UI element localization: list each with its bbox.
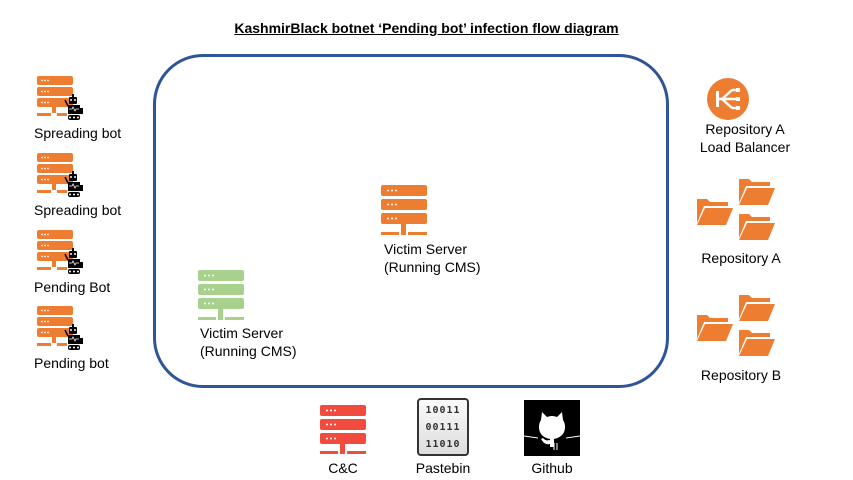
binary-row: 10011 xyxy=(425,405,461,416)
bot-label: Pending bot xyxy=(34,355,109,371)
server-icon xyxy=(381,185,427,235)
cc-label: C&C xyxy=(328,460,358,476)
bot-label: Spreading bot xyxy=(34,202,122,218)
server-robot-icon xyxy=(37,76,83,120)
bot-label: Pending Bot xyxy=(34,279,111,295)
repository-b-label: Repository B xyxy=(700,367,782,383)
load-balancer-icon xyxy=(707,78,749,120)
server-robot-icon xyxy=(37,230,83,274)
pastebin-label: Pastebin xyxy=(415,460,471,476)
binary-row: 11010 xyxy=(425,439,461,450)
diagram-title: KashmirBlack botnet ‘Pending bot’ infect… xyxy=(234,20,619,36)
load-balancer-label: Repository A xyxy=(705,121,785,137)
folders-icon xyxy=(697,179,775,240)
server-robot-icon xyxy=(37,306,83,350)
server-icon xyxy=(320,405,366,454)
repository-a-label: Repository A xyxy=(701,250,781,266)
victim-server-sublabel: (Running CMS) xyxy=(384,259,481,275)
github-label: Github xyxy=(531,460,573,476)
load-balancer-sublabel: Load Balancer xyxy=(699,139,791,155)
victim-server-label: Victim Server xyxy=(384,241,467,257)
folders-icon xyxy=(697,295,775,356)
server-icon xyxy=(198,270,244,320)
victim-environment-box xyxy=(153,54,669,388)
github-octocat-icon xyxy=(524,400,580,456)
victim-server-sublabel: (Running CMS) xyxy=(200,343,297,359)
victim-server-label: Victim Server xyxy=(200,325,283,341)
binary-document-icon: 10011 00111 11010 xyxy=(417,398,469,456)
server-robot-icon xyxy=(37,153,83,197)
binary-row: 00111 xyxy=(425,422,461,433)
bot-label: Spreading bot xyxy=(34,125,122,141)
